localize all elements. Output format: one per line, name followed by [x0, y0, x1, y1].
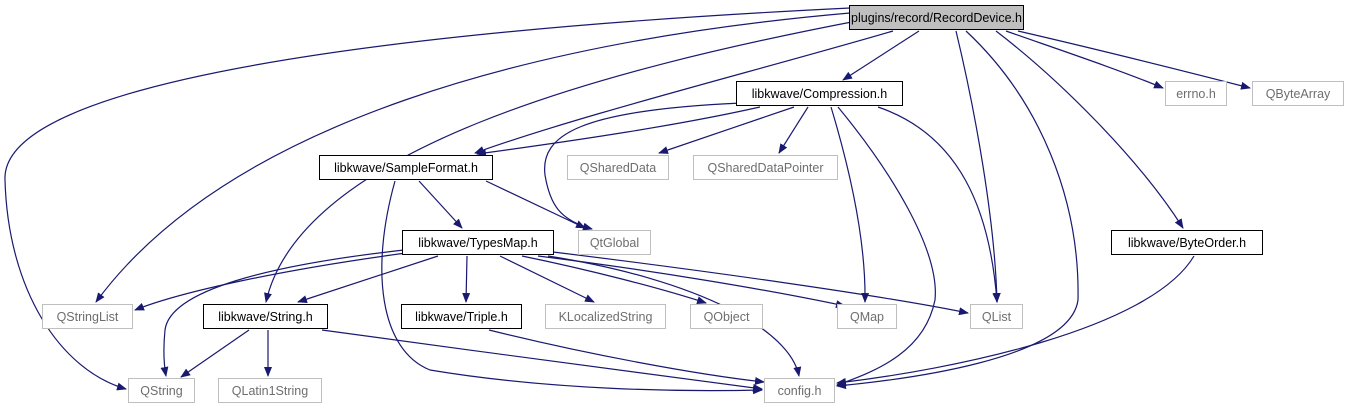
edge-compression-to-qshareddata [658, 106, 795, 154]
edge-record-device-to-string-h [264, 19, 863, 303]
node-qmap[interactable]: QMap [837, 304, 897, 329]
node-record-device[interactable]: plugins/record/RecordDevice.h [849, 5, 1024, 30]
edge-string-h-to-config [321, 329, 763, 392]
node-errno[interactable]: errno.h [1165, 81, 1227, 106]
node-qstring[interactable]: QString [128, 378, 195, 403]
node-types-map[interactable]: libkwave/TypesMap.h [402, 230, 554, 255]
edge-types-map-to-qstringlist [134, 252, 407, 311]
edge-compression-to-qlist [877, 106, 1001, 303]
edge-compression-to-qshareddatapointer [778, 106, 809, 154]
edge-types-map-to-klocalizedstring [499, 255, 595, 303]
edge-types-map-to-string-h [297, 255, 439, 303]
node-qshareddata[interactable]: QSharedData [567, 155, 669, 180]
edge-record-device-to-qlist [955, 30, 1001, 303]
edge-sample-format-to-qtglobal [485, 180, 586, 229]
node-string-h[interactable]: libkwave/String.h [203, 304, 328, 329]
edge-record-device-to-sample-format [474, 30, 894, 154]
edge-record-device-to-byte-order [995, 30, 1184, 229]
node-klocalizedstring[interactable]: KLocalizedString [545, 304, 666, 329]
edge-record-device-to-compression [842, 30, 920, 81]
edge-sample-format-to-types-map [418, 180, 463, 229]
edge-record-device-to-qstringlist [95, 12, 851, 303]
node-config[interactable]: config.h [764, 378, 835, 403]
edge-record-device-to-config [836, 30, 1079, 390]
node-qlatin1string[interactable]: QLatin1String [218, 378, 322, 403]
node-qobject[interactable]: QObject [690, 304, 763, 329]
edge-compression-to-qmap [830, 106, 870, 303]
edge-types-map-to-qstring [160, 249, 405, 377]
edge-string-h-to-qstring [180, 329, 250, 378]
edge-record-device-to-errno [1005, 30, 1164, 89]
edge-triple-to-config [488, 329, 765, 385]
node-qshareddatapointer[interactable]: QSharedDataPointer [693, 155, 838, 180]
node-qbytearray[interactable]: QByteArray [1252, 81, 1344, 106]
edge-compression-to-config [836, 106, 936, 386]
edge-types-map-to-qobject [521, 255, 707, 305]
edge-compression-to-sample-format [476, 106, 761, 157]
node-compression[interactable]: libkwave/Compression.h [736, 81, 903, 106]
node-triple[interactable]: libkwave/Triple.h [401, 304, 522, 329]
node-byte-order[interactable]: libkwave/ByteOrder.h [1111, 230, 1263, 255]
node-qstringlist[interactable]: QStringList [42, 304, 133, 329]
edge-byte-order-to-config [836, 255, 1195, 386]
node-sample-format[interactable]: libkwave/SampleFormat.h [319, 155, 493, 180]
node-qtglobal[interactable]: QtGlobal [578, 230, 651, 255]
edge-record-device-to-qstring [4, 7, 851, 391]
edge-sample-format-to-config [381, 180, 763, 395]
edge-types-map-to-qlist [552, 251, 969, 316]
edge-types-map-to-triple [462, 255, 471, 303]
node-qlist[interactable]: QList [970, 304, 1023, 329]
edge-compression-to-qtglobal [544, 102, 743, 231]
